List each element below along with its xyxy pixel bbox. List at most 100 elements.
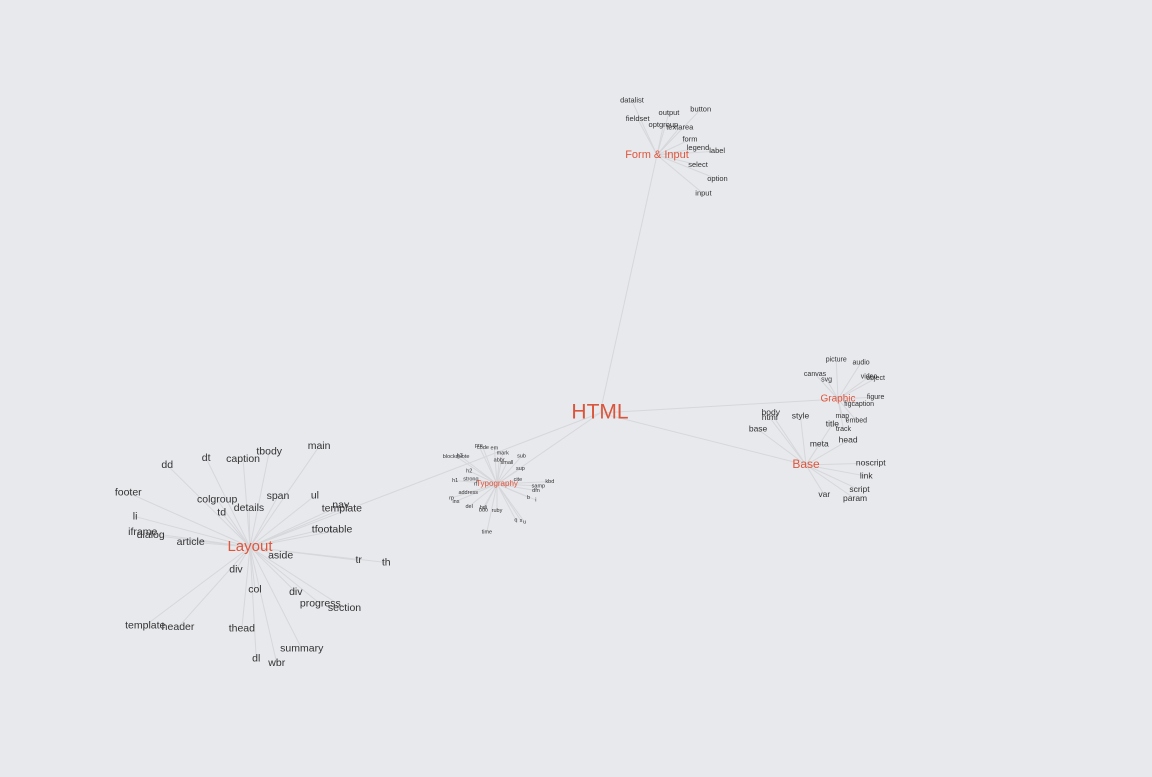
leaf-node-typography-i[interactable]: i [535,497,536,503]
leaf-node-base-head[interactable]: head [839,435,858,445]
leaf-node-typography-q[interactable]: q [514,518,517,524]
leaf-node-layout-div[interactable]: div [229,564,243,576]
leaf-node-layout-progress[interactable]: progress [300,598,341,610]
leaf-node-typography-h1[interactable]: h1 [452,478,458,484]
leaf-node-layout-header[interactable]: header [162,621,195,633]
leaf-node-base-title[interactable]: title [826,418,840,428]
leaf-node-layout-thead[interactable]: thead [229,622,255,634]
group-node-graphic[interactable]: Graphic [820,394,855,405]
leaf-node-base-var[interactable]: var [818,489,830,499]
leaf-node-base-link[interactable]: link [860,470,874,480]
leaf-node-layout-col[interactable]: col [248,583,261,595]
leaf-node-layout-colgroup[interactable]: colgroup [197,493,237,505]
leaf-node-form-fieldset[interactable]: fieldset [626,114,651,123]
leaf-node-graphic-map[interactable]: map [836,413,850,420]
leaf-node-typography-ruby[interactable]: ruby [492,508,503,514]
leaf-node-layout-caption[interactable]: caption [226,453,260,465]
leaf-node-graphic-video[interactable]: video [861,374,878,381]
leaf-node-typography-mark[interactable]: mark [497,451,509,457]
leaf-node-layout-article[interactable]: article [177,536,205,548]
leaf-node-layout-main[interactable]: main [308,440,331,452]
leaf-node-typography-bdo[interactable]: bdo [479,507,488,513]
leaf-node-base-script[interactable]: script [849,484,870,494]
root-node-html[interactable]: HTML [571,401,628,424]
leaf-node-typography-dfn[interactable]: dfn [532,488,540,494]
leaf-node-layout-template[interactable]: template [322,503,362,515]
leaf-node-layout-tr[interactable]: tr [356,554,363,566]
leaf-node-typography-b[interactable]: b [527,495,530,501]
leaf-node-layout-nav[interactable]: nav [332,499,350,511]
leaf-node-layout-template[interactable]: template [125,619,165,631]
leaf-node-form-option[interactable]: option [707,174,727,183]
leaf-node-typography-cite[interactable]: cite [514,477,523,483]
leaf-node-layout-tfoot[interactable]: tfoot [312,523,333,535]
leaf-node-typography-bdi[interactable]: bdi [480,505,487,511]
leaf-node-typography-s[interactable]: s [520,518,523,524]
leaf-node-layout-tbody[interactable]: tbody [256,445,282,457]
leaf-node-typography-address[interactable]: address [458,490,478,496]
leaf-node-typography-rp[interactable]: rp [449,495,454,501]
leaf-node-layout-dt[interactable]: dt [202,452,211,464]
leaf-node-base-base[interactable]: base [749,424,768,434]
leaf-node-base-meta[interactable]: meta [810,439,829,449]
leaf-node-typography-sub[interactable]: sub [517,454,526,460]
leaf-node-typography-small[interactable]: small [500,460,513,466]
group-node-form[interactable]: Form & Input [625,149,689,161]
leaf-node-layout-li[interactable]: li [133,510,138,522]
leaf-node-form-datalist[interactable]: datalist [620,96,645,105]
leaf-node-layout-dialog[interactable]: dialog [137,529,165,541]
leaf-node-layout-aside[interactable]: aside [268,549,293,561]
leaf-node-layout-th[interactable]: th [382,556,391,568]
leaf-node-layout-wbr[interactable]: wbr [267,657,285,669]
leaf-node-base-noscript[interactable]: noscript [856,457,886,467]
leaf-node-form-output[interactable]: output [659,108,681,117]
leaf-node-graphic-figure[interactable]: figure [867,394,885,401]
leaf-node-layout-iframe[interactable]: iframe [128,526,157,538]
leaf-node-form-textarea[interactable]: textarea [666,122,694,131]
leaf-node-base-html[interactable]: html [762,412,778,422]
leaf-node-typography-rt[interactable]: rt [474,481,478,487]
leaf-node-typography-time[interactable]: time [482,529,492,535]
leaf-node-form-form[interactable]: form [682,134,697,143]
leaf-node-graphic-picture[interactable]: picture [826,356,847,363]
leaf-node-layout-td[interactable]: td [217,507,226,519]
leaf-node-graphic-track[interactable]: track [836,426,852,433]
leaf-node-typography-u[interactable]: u [523,520,526,526]
leaf-node-form-optgroup[interactable]: optgroup [649,120,679,129]
leaf-node-graphic-svg[interactable]: svg [821,376,832,383]
leaf-node-typography-strong[interactable]: strong [463,476,478,482]
leaf-node-graphic-figcaption[interactable]: figcaption [844,401,874,408]
leaf-node-base-param[interactable]: param [843,493,867,503]
leaf-node-typography-abbr[interactable]: abbr [494,457,505,463]
leaf-node-base-style[interactable]: style [792,410,810,420]
group-node-base[interactable]: Base [792,457,820,471]
leaf-node-typography-del[interactable]: del [465,504,472,510]
leaf-node-layout-div[interactable]: div [289,586,303,598]
group-node-layout[interactable]: Layout [227,538,273,555]
leaf-node-graphic-object[interactable]: object [866,375,885,382]
leaf-node-graphic-embed[interactable]: embed [846,417,868,424]
leaf-node-typography-samp[interactable]: samp [532,483,545,489]
leaf-node-typography-em[interactable]: em [491,446,499,452]
leaf-node-typography-h3[interactable]: h3 [457,453,463,459]
leaf-node-typography-ins[interactable]: ins [452,499,459,505]
leaf-node-base-body[interactable]: body [762,407,781,417]
leaf-node-typography-h2[interactable]: h2 [466,468,472,474]
leaf-node-layout-span[interactable]: span [267,490,290,502]
leaf-node-layout-ul[interactable]: ul [311,489,319,501]
leaf-node-form-input[interactable]: input [695,189,712,198]
leaf-node-layout-dd[interactable]: dd [161,459,173,471]
leaf-node-layout-details[interactable]: details [234,502,264,514]
leaf-node-typography-code[interactable]: code [477,445,489,451]
leaf-node-graphic-audio[interactable]: audio [853,359,870,366]
leaf-node-graphic-canvas[interactable]: canvas [804,371,827,378]
leaf-node-form-button[interactable]: button [690,104,711,113]
leaf-node-layout-footer[interactable]: footer [115,487,142,499]
leaf-node-layout-table[interactable]: table [330,524,353,536]
leaf-node-form-select[interactable]: select [688,160,709,169]
leaf-node-typography-sup[interactable]: sup [516,466,525,472]
leaf-node-layout-dl[interactable]: dl [252,652,260,664]
leaf-node-typography-pre[interactable]: pre [475,443,483,449]
leaf-node-form-label[interactable]: label [709,146,725,155]
leaf-node-typography-blockquote[interactable]: blockquote [443,454,470,460]
